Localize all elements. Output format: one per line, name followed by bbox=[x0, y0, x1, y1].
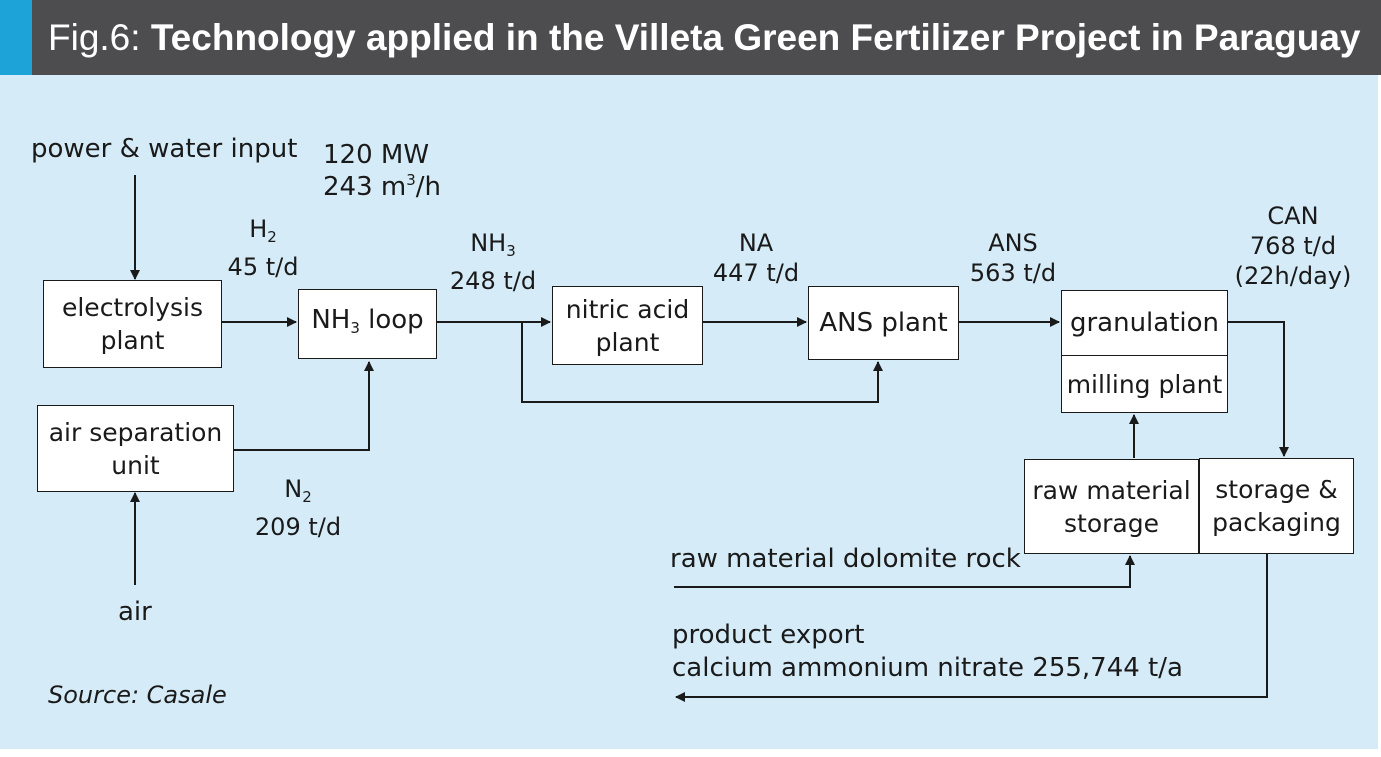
h2-name: H bbox=[249, 215, 268, 243]
n2-flow-arrow bbox=[234, 361, 374, 451]
nitric-acid-label-1: nitric acid bbox=[565, 294, 690, 324]
ans-plant-box: ANS plant bbox=[808, 286, 959, 360]
n2-flow-label: N2 209 t/d bbox=[250, 474, 346, 542]
can-name: CAN bbox=[1267, 202, 1319, 230]
dolomite-input-label: raw material dolomite rock bbox=[670, 544, 1021, 574]
power-mw-value: 120 MW bbox=[323, 140, 430, 170]
nh3-loop-main: NH bbox=[311, 304, 351, 335]
h2-rate: 45 t/d bbox=[227, 253, 299, 281]
figure-title-text: Technology applied in the Villeta Green … bbox=[150, 17, 1361, 58]
storage-packaging-box: storage & packaging bbox=[1199, 458, 1354, 554]
ans-name: ANS bbox=[988, 229, 1038, 257]
nh3-bypass-arrow bbox=[521, 322, 883, 403]
raw-material-label-2: storage bbox=[1064, 508, 1159, 538]
air-separation-label-1: air separation bbox=[48, 417, 223, 447]
nitric-acid-label-2: plant bbox=[595, 327, 660, 357]
ans-plant-label: ANS plant bbox=[819, 307, 948, 338]
figure-title: Fig.6: Technology applied in the Villeta… bbox=[48, 0, 1361, 75]
water-flow-value: 243 m3/h bbox=[323, 172, 441, 202]
export-output-arrow bbox=[675, 554, 1268, 702]
milling-plant-label: milling plant bbox=[1066, 369, 1223, 399]
h2-subscript: 2 bbox=[267, 228, 277, 246]
milling-plant-box: milling plant bbox=[1061, 355, 1228, 413]
power-water-input-label: power & water input bbox=[31, 134, 298, 164]
nh3-loop-tail: loop bbox=[359, 304, 424, 335]
nh3-flow-label: NH3 248 t/d bbox=[445, 228, 541, 296]
n2-rate: 209 t/d bbox=[254, 513, 342, 541]
header-accent bbox=[0, 0, 32, 75]
water-flow-exponent: 3 bbox=[406, 171, 416, 189]
storage-packaging-label-1: storage & bbox=[1215, 475, 1338, 504]
h2-flow-label: H2 45 t/d bbox=[223, 214, 303, 282]
nh3-loop-subscript: 3 bbox=[350, 318, 360, 337]
air-input-label: air bbox=[118, 597, 152, 627]
electrolysis-label-2: plant bbox=[100, 326, 165, 355]
n2-subscript: 2 bbox=[302, 488, 312, 506]
electrolysis-label-1: electrolysis bbox=[61, 293, 203, 322]
figure-label: Fig.6: bbox=[48, 17, 141, 58]
nh3-name: NH bbox=[470, 229, 507, 257]
export-label-1: product export bbox=[672, 620, 865, 650]
ans-flow-label: ANS 563 t/d bbox=[965, 228, 1061, 288]
source-note: Source: Casale bbox=[48, 681, 227, 709]
nh3-rate: 248 t/d bbox=[449, 267, 537, 295]
can-hours: (22h/day) bbox=[1234, 262, 1352, 290]
water-flow-unit: /h bbox=[415, 172, 442, 202]
n2-name: N bbox=[284, 475, 303, 503]
ans-rate: 563 t/d bbox=[969, 259, 1057, 287]
granulation-label: granulation bbox=[1069, 307, 1220, 338]
storage-packaging-label-2: packaging bbox=[1212, 508, 1341, 537]
nh3-subscript: 3 bbox=[506, 242, 516, 260]
header-bar: Fig.6: Technology applied in the Villeta… bbox=[0, 0, 1381, 75]
can-flow-arrow bbox=[1228, 321, 1289, 457]
granulation-box: granulation bbox=[1061, 290, 1228, 356]
na-rate: 447 t/d bbox=[712, 259, 800, 287]
can-flow-label: CAN 768 t/d (22h/day) bbox=[1228, 201, 1358, 291]
export-label-2: calcium ammonium nitrate 255,744 t/a bbox=[672, 653, 1183, 683]
nh3-loop-box: NH3 loop bbox=[298, 289, 437, 359]
na-name: NA bbox=[738, 229, 774, 257]
water-flow-number: 243 m bbox=[323, 172, 407, 202]
na-flow-label: NA 447 t/d bbox=[708, 228, 804, 288]
dolomite-input-arrow bbox=[674, 555, 1135, 588]
raw-material-label-1: raw material bbox=[1032, 475, 1191, 505]
air-separation-label-2: unit bbox=[111, 450, 160, 480]
electrolysis-plant-box: electrolysis plant bbox=[43, 280, 222, 368]
can-rate: 768 t/d bbox=[1249, 232, 1337, 260]
